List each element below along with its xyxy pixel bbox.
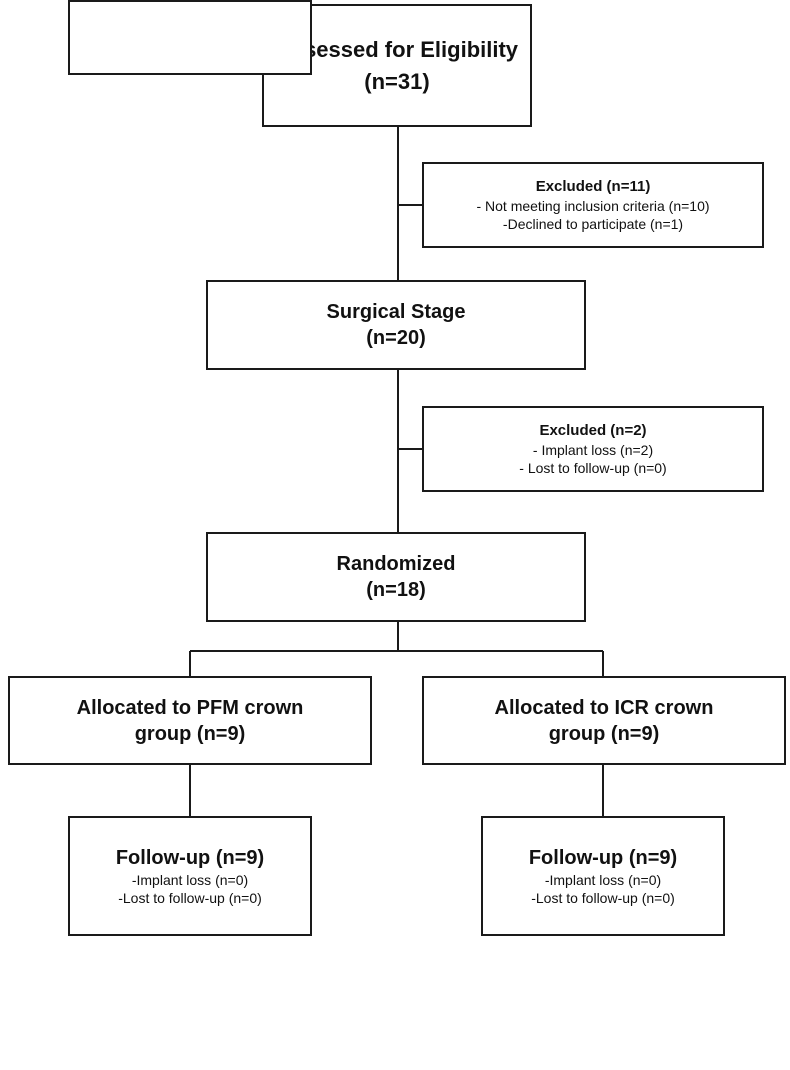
- excluded2-title: Excluded (n=2): [539, 422, 647, 439]
- followup-pfm-box: Follow-up (n=9) -Implant loss (n=0) -Los…: [68, 816, 312, 936]
- excluded2-line-1: - Implant loss (n=2): [532, 442, 654, 458]
- randomized-title: Randomized: [336, 553, 456, 575]
- allocated-icr-line-1: Allocated to ICR crown: [494, 696, 714, 719]
- followup-icr-box: Follow-up (n=9) -Implant loss (n=0) -Los…: [481, 816, 725, 936]
- surgical-box: Surgical Stage (n=20): [206, 280, 586, 370]
- excluded1-line-2: -Declined to participate (n=1): [502, 216, 684, 232]
- excluded1-box: Excluded (n=11) - Not meeting inclusion …: [422, 162, 764, 248]
- excluded1-line-1: - Not meeting inclusion criteria (n=10): [476, 198, 710, 214]
- allocated-pfm-line-2: group (n=9): [134, 722, 246, 745]
- assessed-title: Assessed for Eligibility: [275, 36, 519, 62]
- analyzed-pfm-box: [68, 0, 312, 75]
- followup-pfm-line-1: -Implant loss (n=0): [131, 872, 249, 888]
- followup-icr-title: Follow-up (n=9): [528, 847, 678, 869]
- allocated-pfm-box: Allocated to PFM crown group (n=9): [8, 676, 372, 765]
- excluded1-title: Excluded (n=11): [535, 178, 651, 195]
- allocated-icr-box: Allocated to ICR crown group (n=9): [422, 676, 786, 765]
- followup-icr-line-1: -Implant loss (n=0): [544, 872, 662, 888]
- surgical-count: (n=20): [366, 327, 426, 349]
- assessed-count: (n=31): [364, 68, 430, 94]
- followup-pfm-line-2: -Lost to follow-up (n=0): [118, 890, 262, 906]
- randomized-count: (n=18): [366, 579, 426, 601]
- randomized-box: Randomized (n=18): [206, 532, 586, 622]
- followup-pfm-title: Follow-up (n=9): [115, 847, 265, 869]
- excluded2-box: Excluded (n=2) - Implant loss (n=2) - Lo…: [422, 406, 764, 492]
- allocated-icr-line-2: group (n=9): [548, 722, 660, 745]
- excluded2-line-2: - Lost to follow-up (n=0): [519, 460, 667, 476]
- followup-icr-line-2: -Lost to follow-up (n=0): [531, 890, 675, 906]
- surgical-title: Surgical Stage: [326, 301, 466, 323]
- allocated-pfm-line-1: Allocated to PFM crown: [76, 696, 304, 719]
